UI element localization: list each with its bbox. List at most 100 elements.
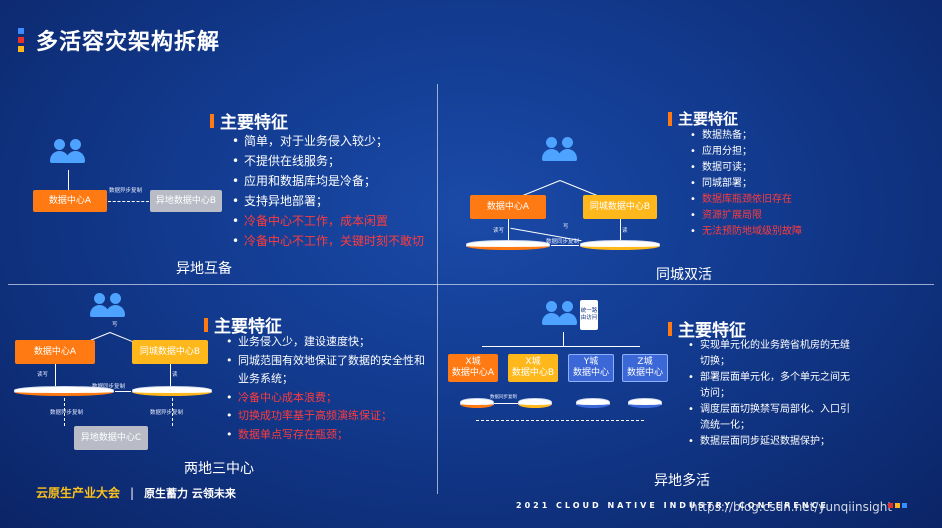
- q4-center-3: Y城数据中心: [568, 354, 614, 382]
- q1-sync-label: 数据异步复制: [109, 188, 143, 194]
- q1-center-b: 异地数据中心B: [150, 190, 222, 212]
- feature-item: 简单，对于业务侵入较少；: [232, 131, 428, 151]
- q4-db-4: [628, 398, 662, 408]
- feature-item: 无法预防地域级别故障: [690, 224, 890, 240]
- q4-sync-arrow: [494, 403, 518, 404]
- q4-center-2: X城数据中心B: [508, 354, 558, 382]
- feature-item: 数据热备；: [690, 128, 890, 144]
- q3-label: 两地三中心: [184, 461, 254, 477]
- watermark-url: https://blog.csdn.net/yunqiinsight: [690, 500, 893, 514]
- q4-dispatch-line: [482, 346, 640, 347]
- q4-user-line: [563, 332, 564, 346]
- conference-name: 2021 CLOUD NATIVE INDUSTRY CONFERENCE: [516, 501, 829, 510]
- feature-item: 数据层面同步延迟数据保护；: [688, 434, 856, 450]
- q2-label: 同城双活: [656, 267, 712, 283]
- q3-async-label-1: 数据异步复制: [50, 410, 84, 416]
- q3-center-b: 同城数据中心B: [132, 340, 208, 364]
- q2-center-a: 数据中心A: [470, 195, 546, 219]
- q3-async-label-2: 数据异步复制: [150, 410, 184, 416]
- q1-center-a: 数据中心A: [33, 190, 107, 212]
- q2-write-label: 写: [563, 224, 569, 230]
- users-icon: [540, 136, 580, 166]
- divider-horizontal: [8, 284, 934, 285]
- q1-async-arrow: [108, 201, 149, 202]
- q2-db-b: [580, 240, 660, 250]
- q4-center-1: X城数据中心A: [448, 354, 498, 382]
- feature-item: 冷备中心不工作，成本闲置: [232, 211, 428, 231]
- q2-rw-label: 读写: [493, 228, 505, 234]
- q4-db-1: [460, 398, 494, 408]
- q3-heading: 主要特征: [204, 312, 282, 337]
- q3-db-a: [14, 386, 114, 396]
- feature-item: 冷备中心不工作，关键时刻不敢切: [232, 231, 428, 251]
- feature-item: 部署层面单元化，多个单元之间无访问；: [688, 370, 856, 402]
- q2-line-a: [508, 219, 509, 241]
- q2-sync-label: 数据同步复制: [546, 239, 580, 245]
- q4-center-4: Z城数据中心: [622, 354, 668, 382]
- q3-async-line-b: [172, 398, 173, 426]
- users-icon: [540, 300, 580, 330]
- mark-red: [18, 37, 24, 43]
- q2-read-label: 读: [622, 228, 628, 234]
- q4-db-3: [576, 398, 610, 408]
- feature-item: 支持异地部署；: [232, 191, 428, 211]
- feature-item: 实现单元化的业务跨省机房的无缝切换；: [688, 338, 856, 370]
- q4-router: 统一路由访问: [580, 300, 598, 330]
- feature-item: 资源扩展局限: [690, 208, 890, 224]
- q2-center-b: 同城数据中心B: [583, 195, 657, 219]
- users-icon: [88, 292, 128, 322]
- title-bar: 多活容灾架构拆解: [18, 24, 220, 56]
- q2-db-a: [466, 240, 550, 250]
- mark-blue: [18, 28, 24, 34]
- title-marks: [18, 28, 24, 52]
- feature-item: 业务侵入少，建设速度快；: [226, 333, 434, 352]
- q1-user-line: [68, 170, 69, 190]
- q3-line-b: [170, 364, 171, 386]
- q1-heading: 主要特征: [210, 108, 288, 133]
- feature-item: 应用分担；: [690, 144, 890, 160]
- brand-slogan: 原生蓄力 云领未来: [144, 486, 236, 500]
- feature-item: 调度层面切换禁写局部化、入口引流统一化；: [688, 402, 856, 434]
- q4-feature-list: 实现单元化的业务跨省机房的无缝切换；部署层面单元化，多个单元之间无访问；调度层面…: [688, 338, 856, 450]
- q4-label: 异地多活: [654, 473, 710, 489]
- feature-item: 数据库瓶颈依旧存在: [690, 192, 890, 208]
- footer-dots: [888, 503, 907, 508]
- q3-async-line-a: [64, 398, 65, 426]
- q4-async-loop: [476, 420, 644, 421]
- q1-feature-list: 简单，对于业务侵入较少；不提供在线服务；应用和数据库均是冷备；支持异地部署；冷备…: [232, 131, 428, 251]
- q3-center-a: 数据中心A: [15, 340, 95, 364]
- q4-heading: 主要特征: [668, 316, 746, 341]
- brand-separator: |: [130, 485, 135, 500]
- feature-item: 同城部署；: [690, 176, 890, 192]
- brand-name: 云原生产业大会: [36, 486, 121, 500]
- q3-db-b: [132, 386, 212, 396]
- feature-item: 冷备中心成本浪费；: [226, 389, 434, 408]
- q2-feature-list: 数据热备；应用分担；数据可读；同城部署；数据库瓶颈依旧存在资源扩展局限无法预防地…: [690, 128, 890, 240]
- mark-yellow: [18, 46, 24, 52]
- feature-item: 数据单点写存在瓶颈；: [226, 426, 434, 445]
- footer-brand: 云原生产业大会 | 原生蓄力 云领未来: [36, 484, 236, 501]
- feature-item: 同城范围有效地保证了数据的安全性和业务系统；: [226, 352, 434, 389]
- feature-item: 应用和数据库均是冷备；: [232, 171, 428, 191]
- q3-feature-list: 业务侵入少，建设速度快；同城范围有效地保证了数据的安全性和业务系统；冷备中心成本…: [226, 333, 434, 444]
- q1-label: 异地互备: [176, 261, 232, 277]
- q2-line-b: [620, 219, 621, 241]
- q4-db-2: [518, 398, 552, 408]
- feature-item: 数据可读；: [690, 160, 890, 176]
- q3-sync-arrow: [115, 391, 131, 392]
- q3-center-c: 异地数据中心C: [74, 426, 148, 450]
- q3-write-label: 写: [112, 322, 118, 328]
- q4-sync-label: 数据同步复制: [490, 395, 517, 400]
- feature-item: 切换成功率基于高频演练保证；: [226, 407, 434, 426]
- q3-line-a: [55, 364, 56, 386]
- q2-sync-arrow: [551, 245, 579, 246]
- q2-heading: 主要特征: [668, 108, 738, 129]
- q3-sync-label: 数据同步复制: [92, 384, 126, 390]
- feature-item: 不提供在线服务；: [232, 151, 428, 171]
- q3-rw-label: 读写: [37, 372, 49, 378]
- users-icon: [48, 138, 88, 168]
- q3-read-label: 读: [172, 372, 178, 378]
- divider-vertical: [437, 84, 438, 494]
- page-title: 多活容灾架构拆解: [36, 30, 221, 55]
